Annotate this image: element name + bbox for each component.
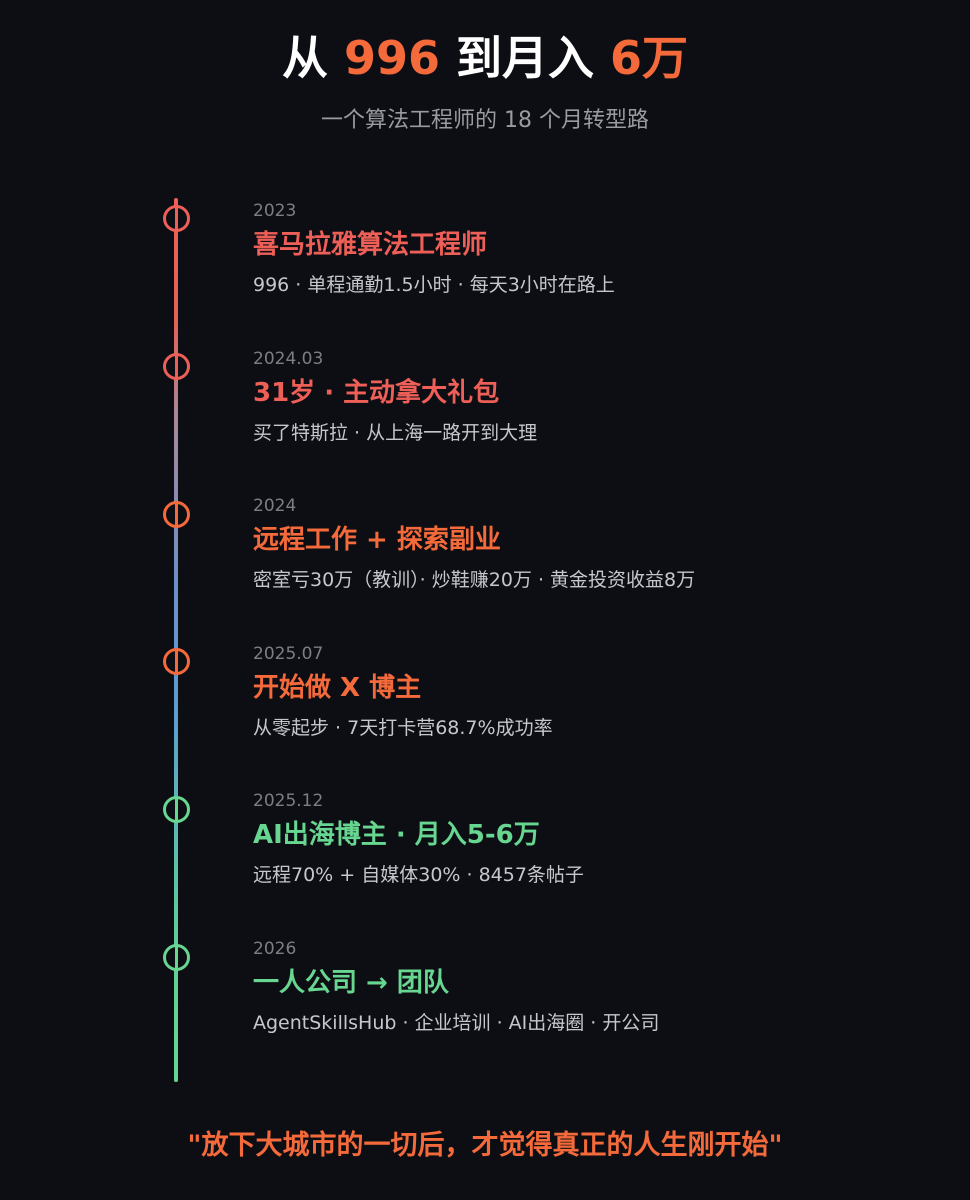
entry-detail: 密室亏30万（教训）· 炒鞋赚20万 · 黄金投资收益8万 — [253, 569, 696, 591]
entry-heading: 31岁 · 主动拿大礼包 — [253, 378, 500, 408]
title-part-to-income: 到月入 — [440, 31, 611, 85]
entry-date: 2025.12 — [253, 791, 324, 811]
entry-heading: 远程工作 + 探索副业 — [253, 525, 501, 555]
entry-detail: AgentSkillsHub · 企业培训 · AI出海圈 · 开公司 — [253, 1012, 660, 1034]
entry-date: 2024.03 — [253, 349, 324, 369]
entry-heading: 一人公司 → 团队 — [253, 968, 449, 998]
timeline-node-2024 — [163, 501, 190, 528]
timeline-entry-2025-07: 2025.07 开始做 X 博主 从零起步 · 7天打卡营68.7%成功率 — [253, 643, 953, 743]
closing-quote: "放下大城市的一切后，才觉得真正的人生刚开始" — [187, 1130, 783, 1161]
entry-date: 2023 — [253, 201, 297, 221]
entry-heading: AI出海博主 · 月入5-6万 — [253, 820, 540, 850]
title-part-60k: 6万 — [610, 31, 689, 85]
entry-date: 2024 — [253, 496, 297, 516]
entry-date: 2026 — [253, 939, 297, 959]
entry-detail: 996 · 单程通勤1.5小时 · 每天3小时在路上 — [253, 274, 615, 296]
entry-heading: 开始做 X 博主 — [253, 673, 422, 703]
title-part-996: 996 — [343, 31, 440, 85]
timeline-entry-2024: 2024 远程工作 + 探索副业 密室亏30万（教训）· 炒鞋赚20万 · 黄金… — [253, 495, 953, 595]
timeline-node-2024-03 — [163, 353, 190, 380]
entry-detail: 买了特斯拉 · 从上海一路开到大理 — [253, 422, 538, 444]
timeline-node-2025-07 — [163, 648, 190, 675]
timeline-entry-2024-03: 2024.03 31岁 · 主动拿大礼包 买了特斯拉 · 从上海一路开到大理 — [253, 348, 953, 448]
entry-detail: 远程70% + 自媒体30% · 8457条帖子 — [253, 864, 584, 886]
timeline-node-2026 — [163, 944, 190, 971]
page-subtitle: 一个算法工程师的 18 个月转型路 — [321, 108, 649, 133]
timeline-line — [174, 198, 178, 1082]
entry-heading: 喜马拉雅算法工程师 — [253, 230, 488, 260]
page-title: 从 996 到月入 6万 — [0, 26, 970, 90]
title-part-from: 从 — [281, 31, 344, 85]
timeline-entry-2025-12: 2025.12 AI出海博主 · 月入5-6万 远程70% + 自媒体30% ·… — [253, 790, 953, 890]
timeline-entry-2023: 2023 喜马拉雅算法工程师 996 · 单程通勤1.5小时 · 每天3小时在路… — [253, 200, 953, 300]
timeline-node-2025-12 — [163, 796, 190, 823]
entry-detail: 从零起步 · 7天打卡营68.7%成功率 — [253, 717, 553, 739]
timeline-node-2023 — [163, 205, 190, 232]
entry-date: 2025.07 — [253, 644, 324, 664]
timeline-entry-2026: 2026 一人公司 → 团队 AgentSkillsHub · 企业培训 · A… — [253, 938, 953, 1038]
